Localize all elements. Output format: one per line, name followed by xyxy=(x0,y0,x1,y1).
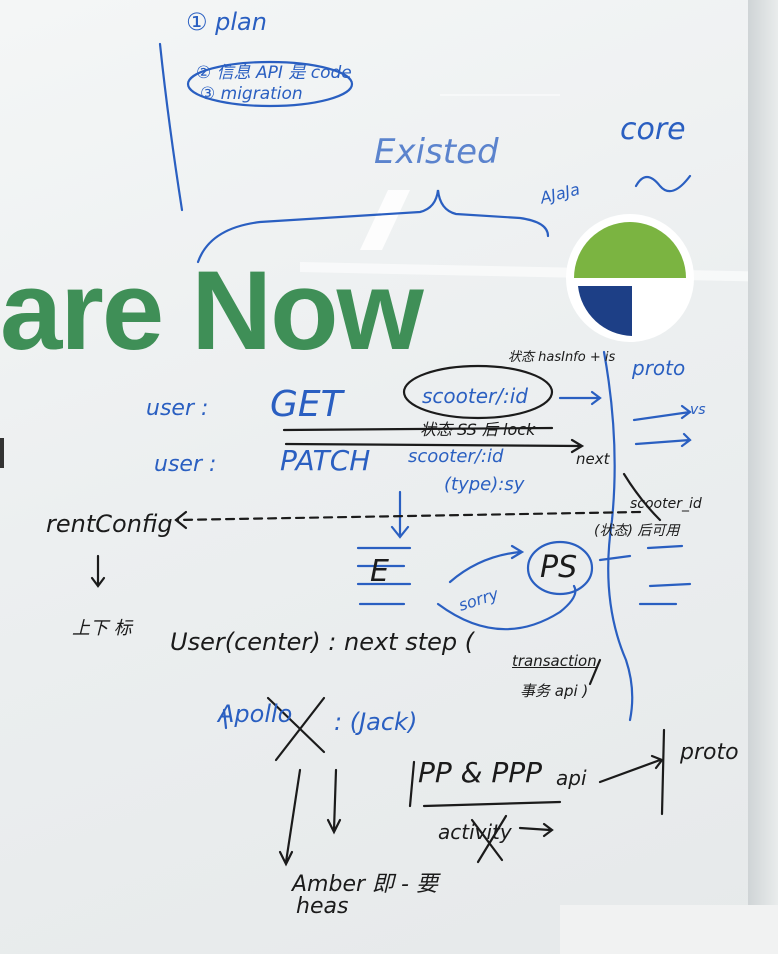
note-plan-item-3: ③ migration xyxy=(200,84,303,104)
note-activity: activity xyxy=(438,820,512,844)
note-transaction-api: 事务 api ) xyxy=(520,682,589,700)
note-row2-body: (type):sy xyxy=(444,474,525,495)
note-vs: vs xyxy=(690,402,706,418)
note-api: api xyxy=(556,766,587,790)
note-existed: Existed xyxy=(374,132,499,172)
note-e: E xyxy=(370,554,389,589)
note-proto-top: proto xyxy=(632,356,686,380)
window-frame xyxy=(748,0,778,954)
note-row2-method: PATCH xyxy=(280,444,371,477)
note-user-center: User(center) : next step ( xyxy=(170,628,475,656)
note-ps: PS xyxy=(540,550,578,585)
note-jack: : (Jack) xyxy=(334,708,418,736)
note-row2-user: user : xyxy=(154,452,217,477)
note-apollo: Apollo xyxy=(218,700,293,728)
note-amber: Amber 即 - 要 xyxy=(292,872,438,897)
note-proto-bottom: proto xyxy=(680,740,739,765)
note-row1-user: user : xyxy=(146,396,209,421)
logo-mark-icon xyxy=(566,214,694,342)
note-row1-resource: scooter/:id xyxy=(422,384,528,408)
note-core: core xyxy=(620,112,686,147)
logo-wordmark: are Now xyxy=(0,248,424,373)
note-row1-method: GET xyxy=(270,384,343,425)
note-transaction: transaction xyxy=(512,652,597,670)
note-hears: heas xyxy=(296,894,349,919)
note-lock: 状态 SS 后 lock xyxy=(420,420,536,439)
note-row2-resource: scooter/:id xyxy=(408,446,504,467)
left-edge-mark xyxy=(0,438,4,468)
note-sub: 上下 标 xyxy=(72,618,132,639)
note-pp-ppp: PP & PPP xyxy=(418,756,543,789)
floor-background xyxy=(560,905,778,954)
note-plan: ① plan xyxy=(186,8,267,36)
note-next: next xyxy=(576,450,610,468)
note-row1-label: 状态 hasInfo + is xyxy=(508,350,616,365)
note-rent-config: rentConfig xyxy=(46,510,173,538)
note-plan-item-2: ② 信息 API 是 code xyxy=(196,63,352,83)
note-right-2: (状态) 后可用 xyxy=(594,523,680,539)
note-right-1: scooter_id xyxy=(630,496,702,512)
